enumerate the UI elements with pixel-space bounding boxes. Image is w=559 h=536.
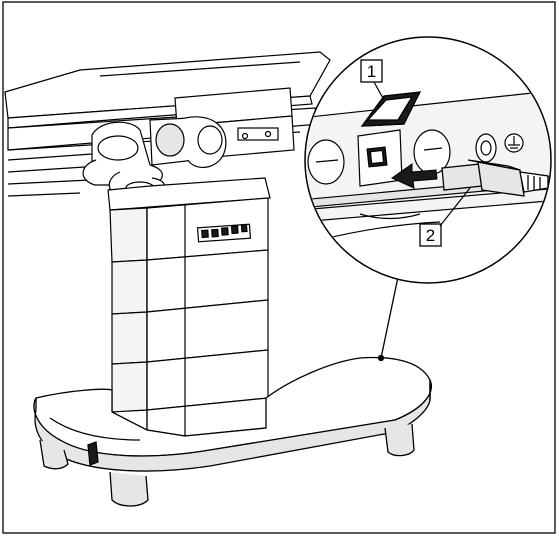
callout-2: 2 [419,187,471,247]
cable-plug [441,159,549,197]
insertion-arrow-icon [390,163,438,189]
callout-1-label: 1 [367,62,376,81]
detail-magnifier [304,36,552,284]
port-cover-flap [360,91,422,127]
callout-1: 1 [360,59,385,101]
column-joint [82,116,227,199]
detail-leader [377,276,399,362]
callout-2-label: 2 [426,226,435,245]
ground-symbol-icon [504,133,524,153]
column [107,177,271,437]
table-base [33,356,432,507]
